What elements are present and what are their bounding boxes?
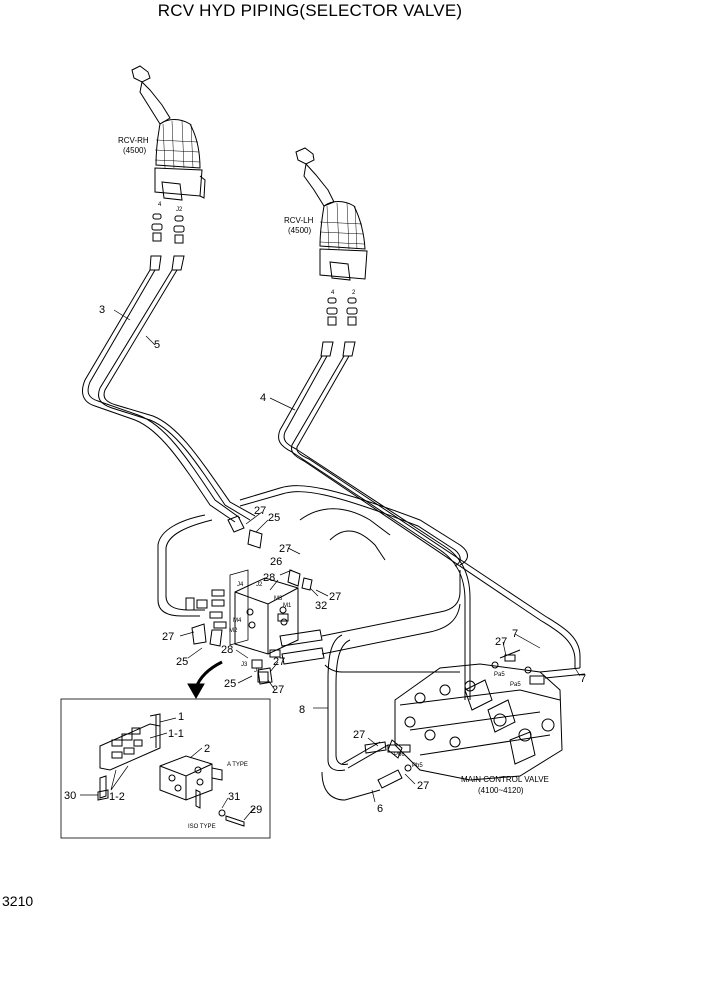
hoses-rcv-lh xyxy=(278,355,581,700)
callout-25-bottom: 25 xyxy=(224,678,236,690)
rcv-lh-port-4-label: 4 xyxy=(331,290,335,296)
detail-callout-1-2: 1-2 xyxy=(109,791,125,803)
callout-numbers: 3 5 4 27 25 27 26 28 32 27 27 25 28 25 2… xyxy=(99,304,586,815)
detail-box xyxy=(60,698,271,839)
mcv-port-pb6: Pb6 xyxy=(394,752,405,758)
callout-26: 26 xyxy=(270,556,282,568)
detail-iso-type: ISO TYPE xyxy=(188,824,216,830)
callout-5: 5 xyxy=(154,339,160,351)
selector-port-j1: J1 xyxy=(254,668,261,674)
detail-callouts: 1 1-1 2 30 1-2 31 29 xyxy=(64,711,262,816)
selector-port-m3: M3 xyxy=(274,596,283,602)
mcv-port-pa5-right: Pa5 xyxy=(510,682,521,688)
detail-callout-30: 30 xyxy=(64,790,76,802)
callout-7-a: 7 xyxy=(512,628,518,640)
main-control-valve: Pa5 Pa5 Pb6 Pb5 xyxy=(364,654,563,789)
page-number: 3210 xyxy=(2,893,34,909)
callout-4: 4 xyxy=(260,392,266,404)
callout-27-mcv: 27 xyxy=(353,729,365,741)
detail-callout-2: 2 xyxy=(204,743,210,755)
callout-27-bottom-b: 27 xyxy=(272,684,284,696)
rcv-rh-port-j2-label: J2 xyxy=(176,207,183,213)
hoses-rcv-rh xyxy=(82,269,256,523)
callout-7-b: 7 xyxy=(580,673,586,685)
mcv-part: (4100~4120) xyxy=(478,786,524,795)
rcv-rh-port-4-label: 4 xyxy=(158,202,162,208)
callout-32: 32 xyxy=(315,600,327,612)
hoses-to-mcv xyxy=(321,570,586,801)
rcv-rh-part: (4500) xyxy=(123,146,146,155)
callout-27-b: 27 xyxy=(279,543,291,555)
hoses-loops xyxy=(157,485,468,617)
selector-port-m2: M2 xyxy=(229,628,238,634)
mcv-name: MAIN CONTROL VALVE xyxy=(461,775,549,784)
callout-28-a: 28 xyxy=(263,572,275,584)
mcv-port-pa5-upper: Pa5 xyxy=(494,672,505,678)
selector-valve: J4 J2 M3 M1 M4 M2 J3 J1 xyxy=(185,515,325,685)
rcv-lh-port-2-label: 2 xyxy=(352,290,356,296)
detail-leaders xyxy=(80,717,255,821)
callout-27-left: 27 xyxy=(162,631,174,643)
leader-lines xyxy=(113,309,581,803)
rcv-rh-name: RCV-RH xyxy=(118,136,149,145)
rcv-rh-joystick: 4 J2 xyxy=(131,65,206,271)
callout-27-e: 27 xyxy=(417,780,429,792)
callout-27-bottom: 27 xyxy=(273,656,285,668)
page-title: RCV HYD PIPING(SELECTOR VALVE) xyxy=(157,1,463,20)
selector-port-m1: M1 xyxy=(283,603,292,609)
selector-port-j4: J4 xyxy=(237,582,244,588)
callout-27-c: 27 xyxy=(329,591,341,603)
callout-3: 3 xyxy=(99,304,105,316)
selector-port-j2: J2 xyxy=(256,582,263,588)
rcv-lh-joystick: 4 2 xyxy=(295,147,368,357)
detail-assembly: A TYPE ISO TYPE xyxy=(97,713,248,830)
detail-arrow xyxy=(187,660,223,700)
detail-callout-1-1: 1-1 xyxy=(168,728,184,740)
callout-25-top: 25 xyxy=(268,512,280,524)
callout-27-top: 27 xyxy=(254,505,266,517)
callout-6: 6 xyxy=(377,803,383,815)
callout-27-d: 27 xyxy=(495,636,507,648)
selector-port-j3: J3 xyxy=(241,662,248,668)
detail-callout-1: 1 xyxy=(178,711,184,723)
detail-callout-29: 29 xyxy=(250,804,262,816)
callout-28-b: 28 xyxy=(221,644,233,656)
rcv-lh-name: RCV-LH xyxy=(284,216,314,225)
mcv-port-pb5: Pb5 xyxy=(412,763,423,769)
detail-callout-31: 31 xyxy=(228,791,240,803)
rcv-lh-part: (4500) xyxy=(288,226,311,235)
callout-8: 8 xyxy=(299,704,305,716)
callout-25-left: 25 xyxy=(176,656,188,668)
detail-a-type: A TYPE xyxy=(227,762,248,768)
selector-port-m4: M4 xyxy=(233,618,242,624)
